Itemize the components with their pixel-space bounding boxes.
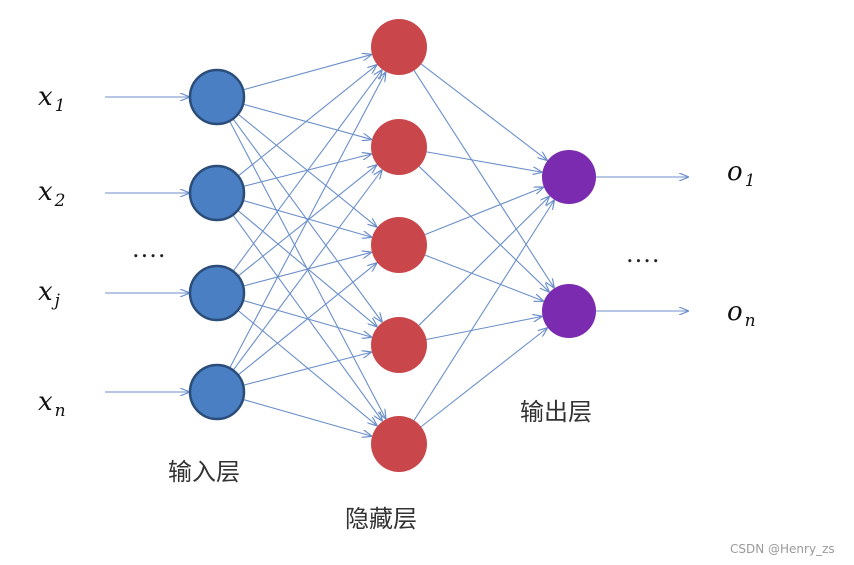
edge-in4-h1 bbox=[229, 73, 386, 369]
nodes bbox=[188, 19, 596, 472]
input-node-4 bbox=[188, 363, 246, 421]
hidden-layer-label: 隐藏层 bbox=[345, 505, 417, 533]
edge-in4-h4 bbox=[243, 352, 371, 386]
hidden-node-2 bbox=[371, 119, 427, 175]
hidden-node-1 bbox=[371, 19, 427, 75]
edge-in1-h1 bbox=[242, 55, 371, 91]
output-node-2 bbox=[542, 284, 596, 338]
edge-h3-o2 bbox=[424, 254, 543, 301]
edge-in4-h2 bbox=[232, 170, 382, 371]
input-layer-label: 输入层 bbox=[168, 458, 240, 486]
edge-h2-o1 bbox=[426, 151, 542, 172]
hidden-node-3 bbox=[371, 217, 427, 273]
edge-in2-h1 bbox=[237, 65, 376, 177]
edge-in3-h1 bbox=[232, 70, 382, 272]
edge-h4-o1 bbox=[418, 197, 549, 326]
input-ellipsis: .... bbox=[132, 235, 167, 263]
edge-in2-h4 bbox=[237, 209, 377, 326]
hidden-node-4 bbox=[371, 317, 427, 373]
edge-in2-h5 bbox=[232, 214, 382, 421]
edge-h3-o1 bbox=[424, 187, 543, 236]
edge-in2-h3 bbox=[242, 199, 371, 237]
edge-in1-h2 bbox=[242, 103, 371, 139]
output-layer-label: 输出层 bbox=[520, 398, 592, 426]
input-node-1 bbox=[188, 68, 246, 126]
connections bbox=[105, 55, 688, 436]
output-node-1 bbox=[542, 150, 596, 204]
edge-h4-o2 bbox=[426, 316, 541, 341]
edge-in3-h5 bbox=[237, 309, 377, 425]
edge-in3-h3 bbox=[242, 252, 371, 287]
watermark: CSDN @Henry_zs bbox=[730, 542, 835, 556]
edge-h5-o1 bbox=[413, 201, 554, 421]
output-ellipsis: .... bbox=[626, 240, 661, 268]
edge-in2-h2 bbox=[243, 154, 371, 187]
input-node-3 bbox=[188, 264, 246, 322]
edge-in4-h5 bbox=[242, 398, 371, 436]
input-node-2 bbox=[188, 164, 246, 222]
edge-h2-o2 bbox=[418, 166, 549, 291]
edge-h1-o2 bbox=[413, 70, 554, 288]
edge-in4-h3 bbox=[237, 263, 376, 376]
hidden-node-5 bbox=[371, 416, 427, 472]
edge-h1-o1 bbox=[420, 63, 547, 160]
edge-h5-o2 bbox=[420, 328, 547, 428]
